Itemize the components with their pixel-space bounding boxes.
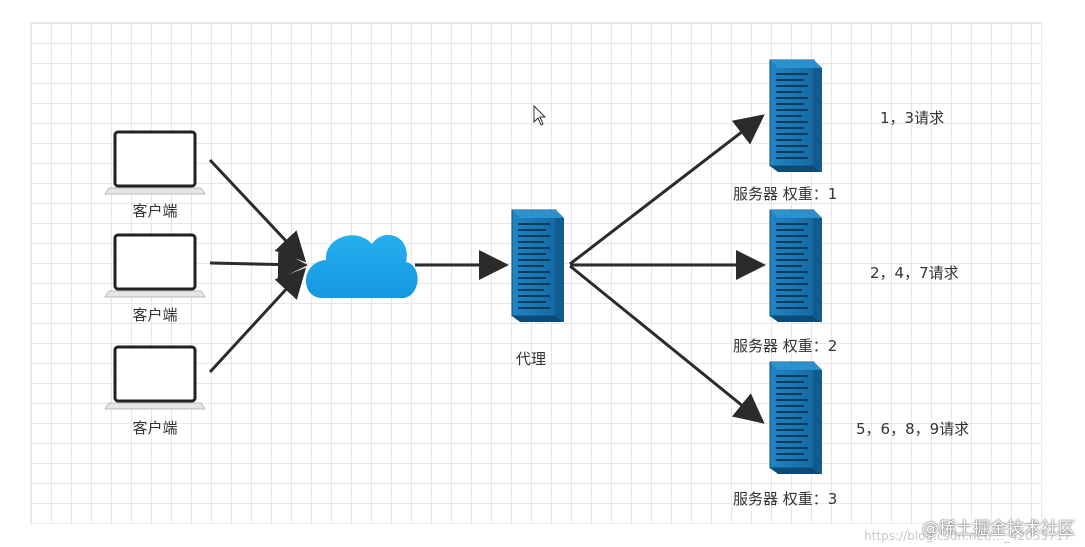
server-label-2: 服务器 权重：2 [733,337,838,355]
client-label-2: 客户端 [132,306,178,324]
arrow-client1-cloud [208,158,307,263]
client-label-3: 客户端 [132,419,178,437]
laptop-icon-2 [103,233,207,299]
laptop-icon-3 [103,345,207,411]
proxy-server-icon [511,209,565,323]
server-requests-3: 5，6，8，9请求 [856,420,970,438]
server-requests-2: 2，4，7请求 [870,264,959,282]
arrow-proxy-server3 [569,264,765,424]
arrow-client2-cloud [209,249,308,280]
arrow-client3-cloud [208,267,307,374]
mouse-cursor-icon [533,104,547,126]
watermark-url: https://blog.csdn.net/..._42055717 [864,529,1071,543]
arrow-proxy-server1 [569,114,765,266]
proxy-label: 代理 [515,350,547,368]
watermark: @稀土掘金技术社区 [922,519,1075,539]
server-requests-1: 1，3请求 [880,109,945,127]
cloud-icon [305,234,418,298]
server-icon-2 [769,209,823,323]
server-label-1: 服务器 权重：1 [733,185,838,203]
server-icon-1 [769,59,823,173]
laptop-icon-1 [103,130,207,196]
client-label-1: 客户端 [132,202,178,220]
server-label-3: 服务器 权重：3 [733,490,838,508]
server-icon-3 [769,361,823,475]
